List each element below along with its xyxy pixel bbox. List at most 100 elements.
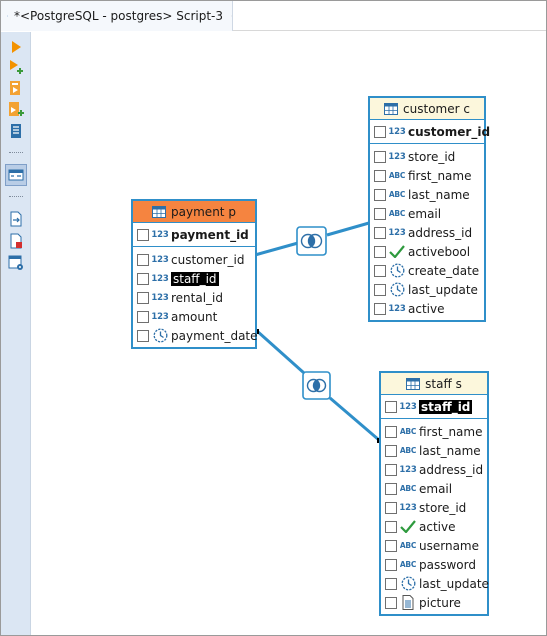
column-checkbox[interactable] [385,558,397,571]
entity-header[interactable]: staff s [381,373,487,395]
close-icon[interactable] [231,10,232,22]
column-checkbox[interactable] [137,228,149,241]
column-checkbox[interactable] [374,264,386,277]
column-checkbox[interactable] [137,272,149,285]
column-name: activebool [408,244,471,259]
column-row-pk[interactable]: 123 customer_id [370,120,490,144]
column-name: first_name [408,168,472,183]
entity-header[interactable]: payment p [133,201,255,223]
column-checkbox[interactable] [385,444,397,457]
column-checkbox[interactable] [385,501,397,514]
table-settings-button[interactable] [6,253,26,273]
column-checkbox[interactable] [374,188,386,201]
numeric-type-icon: 123 [151,311,169,322]
column-name: username [419,538,479,553]
column-name: last_update [408,282,478,297]
column-checkbox[interactable] [385,577,397,590]
numeric-type-icon: 123 [388,227,406,238]
explain-plan-button[interactable] [6,121,26,141]
entity-header[interactable]: customer c [370,98,484,120]
entity-title: staff s [425,376,462,391]
execute-statement-button[interactable] [6,37,26,57]
column-checkbox[interactable] [137,310,149,323]
column-name: last_name [408,187,470,202]
inner-join-icon[interactable] [296,226,327,256]
column-checkbox[interactable] [137,253,149,266]
clear-button[interactable] [6,231,26,251]
column-row[interactable]: activebool [370,242,484,261]
column-checkbox[interactable] [385,463,397,476]
join-line-customer[interactable] [326,221,370,237]
column-checkbox[interactable] [385,482,397,495]
column-checkbox[interactable] [374,245,386,258]
explain-plan-icon [11,124,21,138]
column-checkbox[interactable] [137,291,149,304]
column-checkbox[interactable] [374,207,386,220]
column-checkbox[interactable] [385,520,397,533]
column-row[interactable]: create_date [370,261,484,280]
column-name: picture [419,595,461,610]
numeric-type-icon: 123 [399,502,417,513]
execute-script-new-tab-button[interactable] [6,99,26,119]
join-line-staff[interactable] [329,396,380,442]
table-icon [384,102,399,115]
column-row[interactable]: payment_date [133,326,258,345]
boolean-type-icon [388,245,406,259]
column-row[interactable]: last_update [370,280,484,299]
column-row[interactable]: active [381,517,487,536]
column-checkbox[interactable] [385,425,397,438]
column-name: first_name [419,424,483,439]
execute-in-new-tab-button[interactable] [6,57,26,77]
column-name: active [408,301,445,316]
column-checkbox[interactable] [374,302,386,315]
table-icon [406,377,421,390]
boolean-type-icon [399,520,417,534]
column-checkbox[interactable] [374,125,386,138]
column-checkbox[interactable] [374,226,386,239]
column-checkbox[interactable] [385,539,397,552]
column-name: amount [171,309,218,324]
column-checkbox[interactable] [137,329,149,342]
column-checkbox[interactable] [374,150,386,163]
column-row[interactable]: picture [381,593,487,612]
column-checkbox[interactable] [385,596,397,609]
column-checkbox[interactable] [385,400,397,413]
join-line-customer[interactable] [254,241,299,257]
layout-diagram-button[interactable] [5,164,27,186]
column-checkbox[interactable] [374,283,386,296]
tab-script-3[interactable]: *<PostgreSQL - postgres> Script-3 [1,1,233,31]
column-row-pk[interactable]: 123 staff_id [381,395,487,419]
column-name: active [419,519,456,534]
column-row[interactable]: last_update [381,574,489,593]
export-button[interactable] [6,209,26,229]
join-line-staff[interactable] [256,329,305,375]
column-checkbox[interactable] [374,169,386,182]
export-icon [10,211,22,227]
text-type-icon: ABC [399,560,417,569]
entity-title: payment p [171,204,236,219]
execute-script-button[interactable] [6,78,26,98]
column-row-pk[interactable]: 123 payment_id [133,223,255,247]
left-join-icon[interactable] [302,371,331,400]
